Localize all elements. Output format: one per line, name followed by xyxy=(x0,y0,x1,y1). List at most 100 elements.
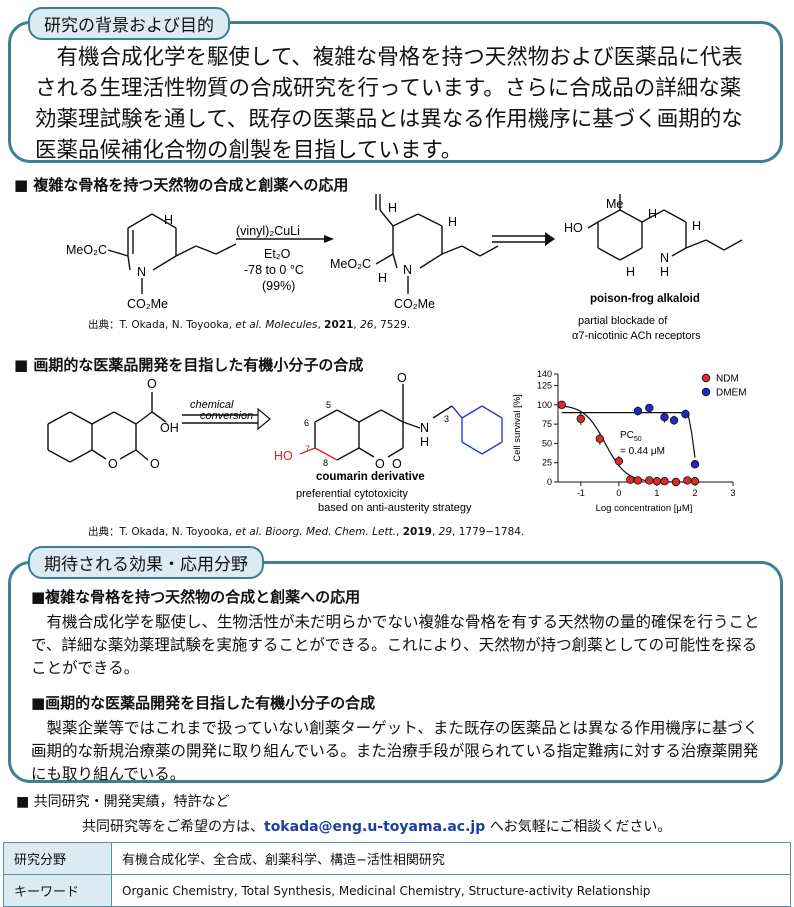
position-7: 7 xyxy=(305,444,310,454)
section-title-effects: 期待される効果・応用分野 xyxy=(28,546,264,579)
citation-2: 出典：T. Okada, N. Toyooka, et al. Bioorg. … xyxy=(88,526,525,538)
conversion-label-1: chemical xyxy=(190,399,234,411)
pc50-annotation: PC50 xyxy=(620,430,642,443)
pc50-value: = 0.44 μM xyxy=(620,446,665,457)
field-label: 研究分野 xyxy=(3,842,112,875)
carbamate-label: CO₂Me xyxy=(127,297,168,311)
dmem-data-point xyxy=(633,406,643,416)
conversion-label-2: conversion xyxy=(200,410,253,422)
keyword-label: キーワード xyxy=(3,874,112,907)
ndm-data-point xyxy=(690,477,700,486)
x-tick-label: 1 xyxy=(654,488,659,498)
ndm-data-point xyxy=(652,477,662,486)
ndm-data-point xyxy=(645,476,654,485)
product-ester-label: MeO₂C xyxy=(330,257,371,271)
y-tick-label: 100 xyxy=(537,400,552,410)
dmem-data-point xyxy=(669,416,679,425)
y-axis-label: Cell survival [%] xyxy=(512,394,523,462)
collab-line: 共同研究等をご希望の方は、tokada@eng.u-toyama.ac.jp へ… xyxy=(82,816,671,836)
yield-label: (99%) xyxy=(262,279,295,293)
y-tick-label: 125 xyxy=(537,381,552,391)
field-value: 有機合成化学、全合成、創薬科学、構造−活性相関研究 xyxy=(111,842,791,875)
coumarin-oxo-label: O xyxy=(392,457,402,471)
ndm-legend-marker xyxy=(701,373,711,383)
topic1-heading: ■ 複雑な骨格を持つ天然物の合成と創薬への応用 xyxy=(14,176,349,194)
chain-count-label: 3 xyxy=(444,414,449,424)
collab-text-after: へお気軽にご相談ください。 xyxy=(485,819,672,835)
product-h3-label: H xyxy=(448,215,457,229)
y-tick-label: 25 xyxy=(542,458,552,468)
x-tick-label: 2 xyxy=(692,488,697,498)
oh-label: HO xyxy=(564,221,583,235)
x-axis-label: Log concentration [μM] xyxy=(596,503,693,514)
position-6: 6 xyxy=(304,418,309,428)
ndm-data-point xyxy=(633,476,643,485)
y-tick-label: 50 xyxy=(542,438,552,448)
ring-h3-label: H xyxy=(692,219,701,233)
y-tick-label: 140 xyxy=(537,369,552,379)
lactone-o-label: O xyxy=(150,457,160,471)
amine-h-label: H xyxy=(660,265,669,279)
coumarin-scheme: chemical conversion OH O O O O N H 3 O O… xyxy=(47,371,503,514)
collab-text-before: 共同研究等をご希望の方は、 xyxy=(82,819,264,835)
ndm-data-point xyxy=(576,414,586,423)
ndm-data-point xyxy=(683,476,692,485)
amide-h-label: H xyxy=(420,435,429,449)
effects-heading-1: ■複雑な骨格を持つ天然物の合成と創薬への応用 xyxy=(31,588,361,606)
ndm-data-point xyxy=(614,456,624,466)
effects-box: ■複雑な骨格を持つ天然物の合成と創薬への応用 有機合成化学を駆使し、生物活性が未… xyxy=(8,561,783,783)
keyword-value: Organic Chemistry, Total Synthesis, Medi… xyxy=(111,874,791,907)
background-box: 有機合成化学を駆使して、複雑な骨格を持つ天然物および医薬品に代表される生理活性物… xyxy=(8,21,783,163)
ndm-legend-label: NDM xyxy=(716,374,739,385)
y-tick-label: 75 xyxy=(542,419,552,429)
info-table: 研究分野 有機合成化学、全合成、創薬科学、構造−活性相関研究 キーワード Org… xyxy=(3,842,791,907)
position-5: 5 xyxy=(326,400,331,410)
effects-heading-2: ■画期的な医薬品開発を目指した有機小分子の合成 xyxy=(31,694,376,712)
h-atom-label: H xyxy=(164,213,173,227)
derivative-note-2: based on anti-austerity strategy xyxy=(318,502,472,514)
amide-n-label: N xyxy=(420,421,429,435)
background-paragraph: 有機合成化学を駆使して、複雑な骨格を持つ天然物および医薬品に代表される生理活性物… xyxy=(35,45,743,163)
alkaloid-note-1: partial blockade of xyxy=(578,315,668,327)
alkaloid-name: poison-frog alkaloid xyxy=(590,293,700,305)
topic2-heading: ■ 画期的な医薬品開発を目指した有機小分子の合成 xyxy=(14,356,364,374)
acid-oh-label: OH xyxy=(160,421,179,435)
amide-o-label: O xyxy=(397,371,407,385)
contact-email[interactable]: tokada@eng.u-toyama.ac.jp xyxy=(264,819,486,835)
dmem-legend-marker xyxy=(701,387,711,397)
dmem-data-point xyxy=(645,403,654,413)
ndm-data-point xyxy=(671,477,681,487)
ndm-data-point xyxy=(557,400,567,410)
derivative-name: coumarin derivative xyxy=(316,471,425,483)
n-atom-label: N xyxy=(137,265,146,279)
section-title-background: 研究の背景および目的 xyxy=(28,7,230,40)
y-tick-label: 0 xyxy=(547,477,552,487)
dmem-fit-curve xyxy=(561,411,696,458)
citation-1: 出典：T. Okada, N. Toyooka, et al. Molecule… xyxy=(88,319,411,331)
product-n-label: N xyxy=(403,263,412,277)
table-row: 研究分野 有機合成化学、全合成、創薬科学、構造−活性相関研究 xyxy=(3,842,791,875)
dmem-data-point xyxy=(690,460,700,469)
product-h2-label: H xyxy=(378,271,387,285)
product-carbamate-label: CO₂Me xyxy=(394,297,435,311)
product-h1-label: H xyxy=(388,201,397,215)
x-tick-label: 0 xyxy=(616,488,621,498)
coumarin-o-label: O xyxy=(375,457,385,471)
ring-o-label: O xyxy=(108,457,118,471)
hydroxy-label: HO xyxy=(274,449,293,463)
dmem-data-point xyxy=(681,409,690,419)
x-tick-label: -1 xyxy=(577,488,585,498)
ndm-data-point xyxy=(660,477,669,486)
amine-n-label: N xyxy=(660,251,669,265)
ndm-data-point xyxy=(595,434,605,443)
methyl-label: Me xyxy=(606,197,623,211)
alkaloid-note-2: α7-nicotinic ACh receptors xyxy=(572,330,701,340)
reagent-label: (vinyl)₂CuLi xyxy=(236,224,300,238)
collab-heading: ■ 共同研究・開発実績，特許など xyxy=(16,794,230,810)
temperature-label: -78 to 0 °C xyxy=(244,263,304,277)
derivative-note-1: preferential cytotoxicity xyxy=(296,488,408,500)
synthesis-scheme: MeO₂C N CO₂Me H (vinyl)₂CuLi Et₂O -78 to… xyxy=(66,194,743,340)
x-tick-label: 3 xyxy=(730,488,735,498)
effects-paragraph-1: 有機合成化学を駆使し、生物活性が未だ明らかでない複雑な骨格を有する天然物の量的確… xyxy=(31,613,760,677)
dmem-legend-label: DMEM xyxy=(716,388,747,399)
